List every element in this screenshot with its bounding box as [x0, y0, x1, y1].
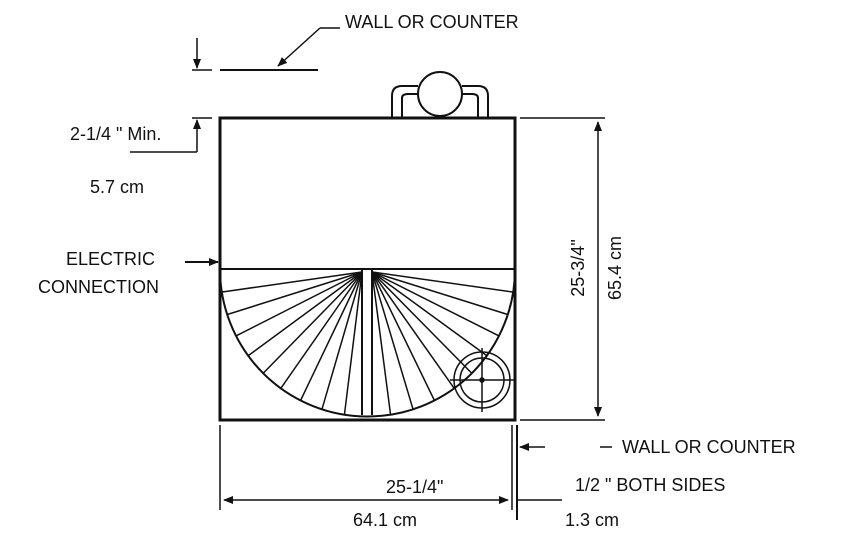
fan-blade-line [343, 271, 363, 415]
fan-blade-line [222, 271, 363, 293]
width-cm-label: 64.1 cm [353, 510, 418, 530]
electric-label-line2: CONNECTION [38, 277, 159, 297]
fan-blade-line [371, 271, 472, 374]
fan-blade-line [371, 271, 455, 389]
wall-right-label: WALL OR COUNTER [622, 437, 796, 457]
side-cm-label: 1.3 cm [565, 510, 620, 530]
fan-blade-line [248, 271, 363, 357]
fan-blades [219, 268, 516, 418]
right-wall-line [516, 425, 612, 520]
side-inch-label: 1/2 " BOTH SIDES [575, 475, 726, 495]
fan-blade-line [300, 271, 363, 401]
fan-blade-line [321, 271, 363, 410]
clearance-cm-label: 5.7 cm [90, 177, 145, 197]
fan-blade-line [236, 271, 363, 337]
fan-blade-line [371, 271, 392, 415]
top-fitting [391, 71, 489, 118]
fan-blade-line [227, 271, 363, 316]
fan-blade-line [371, 271, 487, 357]
width-dimension [219, 425, 562, 510]
fan-blade-line [371, 271, 414, 410]
top-wall-line [220, 27, 340, 71]
height-cm-label: 65.4 cm [605, 235, 625, 301]
width-inch-label: 25-1/4" [386, 477, 444, 497]
clearance-inch-label: 2-1/4 " Min. [70, 124, 162, 144]
height-inch-label: 25-3/4" [568, 239, 588, 297]
fan-blade-line [371, 271, 508, 316]
wall-top-label: WALL OR COUNTER [345, 12, 519, 32]
height-dimension [520, 117, 605, 421]
drain-fitting [450, 348, 514, 412]
electric-label-line1: ELECTRIC [66, 249, 156, 269]
fan-blade-line [371, 271, 513, 293]
clearance-dimension [130, 38, 212, 153]
fan-blade-line [371, 271, 435, 401]
fan-blade-line [371, 271, 499, 337]
fan-blade-line [263, 271, 363, 374]
fan-blade-line [280, 271, 363, 389]
